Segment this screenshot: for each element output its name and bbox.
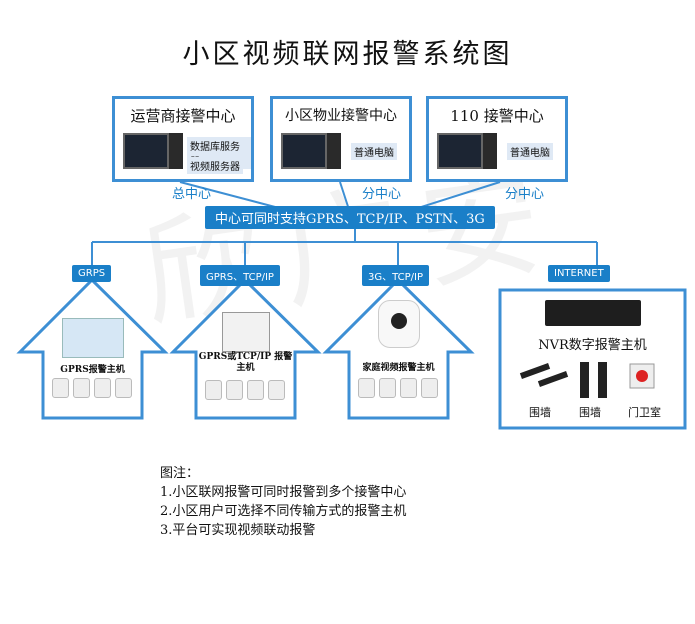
sensor-icon xyxy=(421,378,438,398)
server-label-video: 视频服务器 xyxy=(187,157,243,174)
item-label-wall-1: 围墙 xyxy=(529,406,551,419)
note-line-1: 1.小区联网报警可同时报警到多个接警中心 xyxy=(160,485,407,500)
sensor-icon xyxy=(52,378,69,398)
sensor-row-2 xyxy=(205,380,285,400)
sensor-row-3 xyxy=(358,378,438,398)
caption-sub-center-1: 分中心 xyxy=(362,187,402,202)
perimeter-devices xyxy=(519,362,655,398)
sensor-icon xyxy=(205,380,222,400)
sensor-icon xyxy=(268,380,285,400)
tower-icon xyxy=(327,133,341,169)
device-label-3: 家庭视频报警主机 xyxy=(362,363,435,373)
tag-grps: GRPS xyxy=(72,265,112,282)
center-box-1: 运营商接警中心 数据库服务器 视频服务器 xyxy=(112,96,254,182)
home-camera-image xyxy=(378,300,420,348)
center-title-2: 小区物业接警中心 xyxy=(285,108,397,124)
tag-internet: INTERNET xyxy=(548,265,610,282)
monitor-icon xyxy=(123,133,169,169)
sensor-icon xyxy=(73,378,90,398)
sensor-icon xyxy=(226,380,243,400)
center-title-1: 运营商接警中心 xyxy=(130,107,236,125)
note-line-2: 2.小区用户可选择不同传输方式的报警主机 xyxy=(160,504,407,519)
device-label-1: GPRS报警主机 xyxy=(60,365,125,375)
sensor-icon xyxy=(379,378,396,398)
sensor-row-1 xyxy=(52,378,132,398)
item-label-guardroom: 门卫室 xyxy=(628,406,661,419)
center-title-3: 110 接警中心 xyxy=(450,107,544,125)
server-label-pc: 普通电脑 xyxy=(507,143,553,160)
beam-sensor-icon xyxy=(580,362,607,398)
nvr-box-outline xyxy=(498,288,687,430)
beam-sensor-icon xyxy=(519,363,569,387)
tower-icon xyxy=(169,133,183,169)
center-box-3: 110 接警中心 普通电脑 xyxy=(426,96,568,182)
sensor-icon xyxy=(115,378,132,398)
note-line-3: 3.平台可实现视频联动报警 xyxy=(160,523,316,538)
nvr-device-image xyxy=(545,300,641,326)
camera-lens-icon xyxy=(391,313,407,329)
tag-gprs-tcpip: GPRS、TCP/IP xyxy=(200,265,280,286)
door-button-icon xyxy=(629,363,655,389)
page-title: 小区视频联网报警系统图 xyxy=(182,39,513,70)
tag-3g-tcpip: 3G、TCP/IP xyxy=(362,265,429,286)
caption-sub-center-2: 分中心 xyxy=(505,187,545,202)
notes-block: 图注： 1.小区联网报警可同时报警到多个接警中心 2.小区用户可选择不同传输方式… xyxy=(160,464,406,540)
center-box-2: 小区物业接警中心 普通电脑 xyxy=(270,96,412,182)
device-label-2: GPRS或TCP/IP 报警主机 xyxy=(198,352,293,373)
tower-icon xyxy=(483,133,497,169)
server-label-pc: 普通电脑 xyxy=(351,143,397,160)
sensor-icon xyxy=(94,378,111,398)
sensor-icon xyxy=(400,378,417,398)
sensor-icon xyxy=(247,380,264,400)
protocol-banner: 中心可同时支持GPRS、TCP/IP、PSTN、3G xyxy=(205,206,495,229)
caption-main-center: 总中心 xyxy=(172,187,212,202)
notes-heading: 图注： xyxy=(160,466,200,481)
sensor-icon xyxy=(358,378,375,398)
gprs-alarm-host-image xyxy=(62,318,124,358)
item-label-wall-2: 围墙 xyxy=(579,406,601,419)
device-label-nvr: NVR数字报警主机 xyxy=(538,338,647,353)
monitor-icon xyxy=(281,133,327,169)
monitor-icon xyxy=(437,133,483,169)
gprs-tcpip-host-image xyxy=(222,312,270,352)
